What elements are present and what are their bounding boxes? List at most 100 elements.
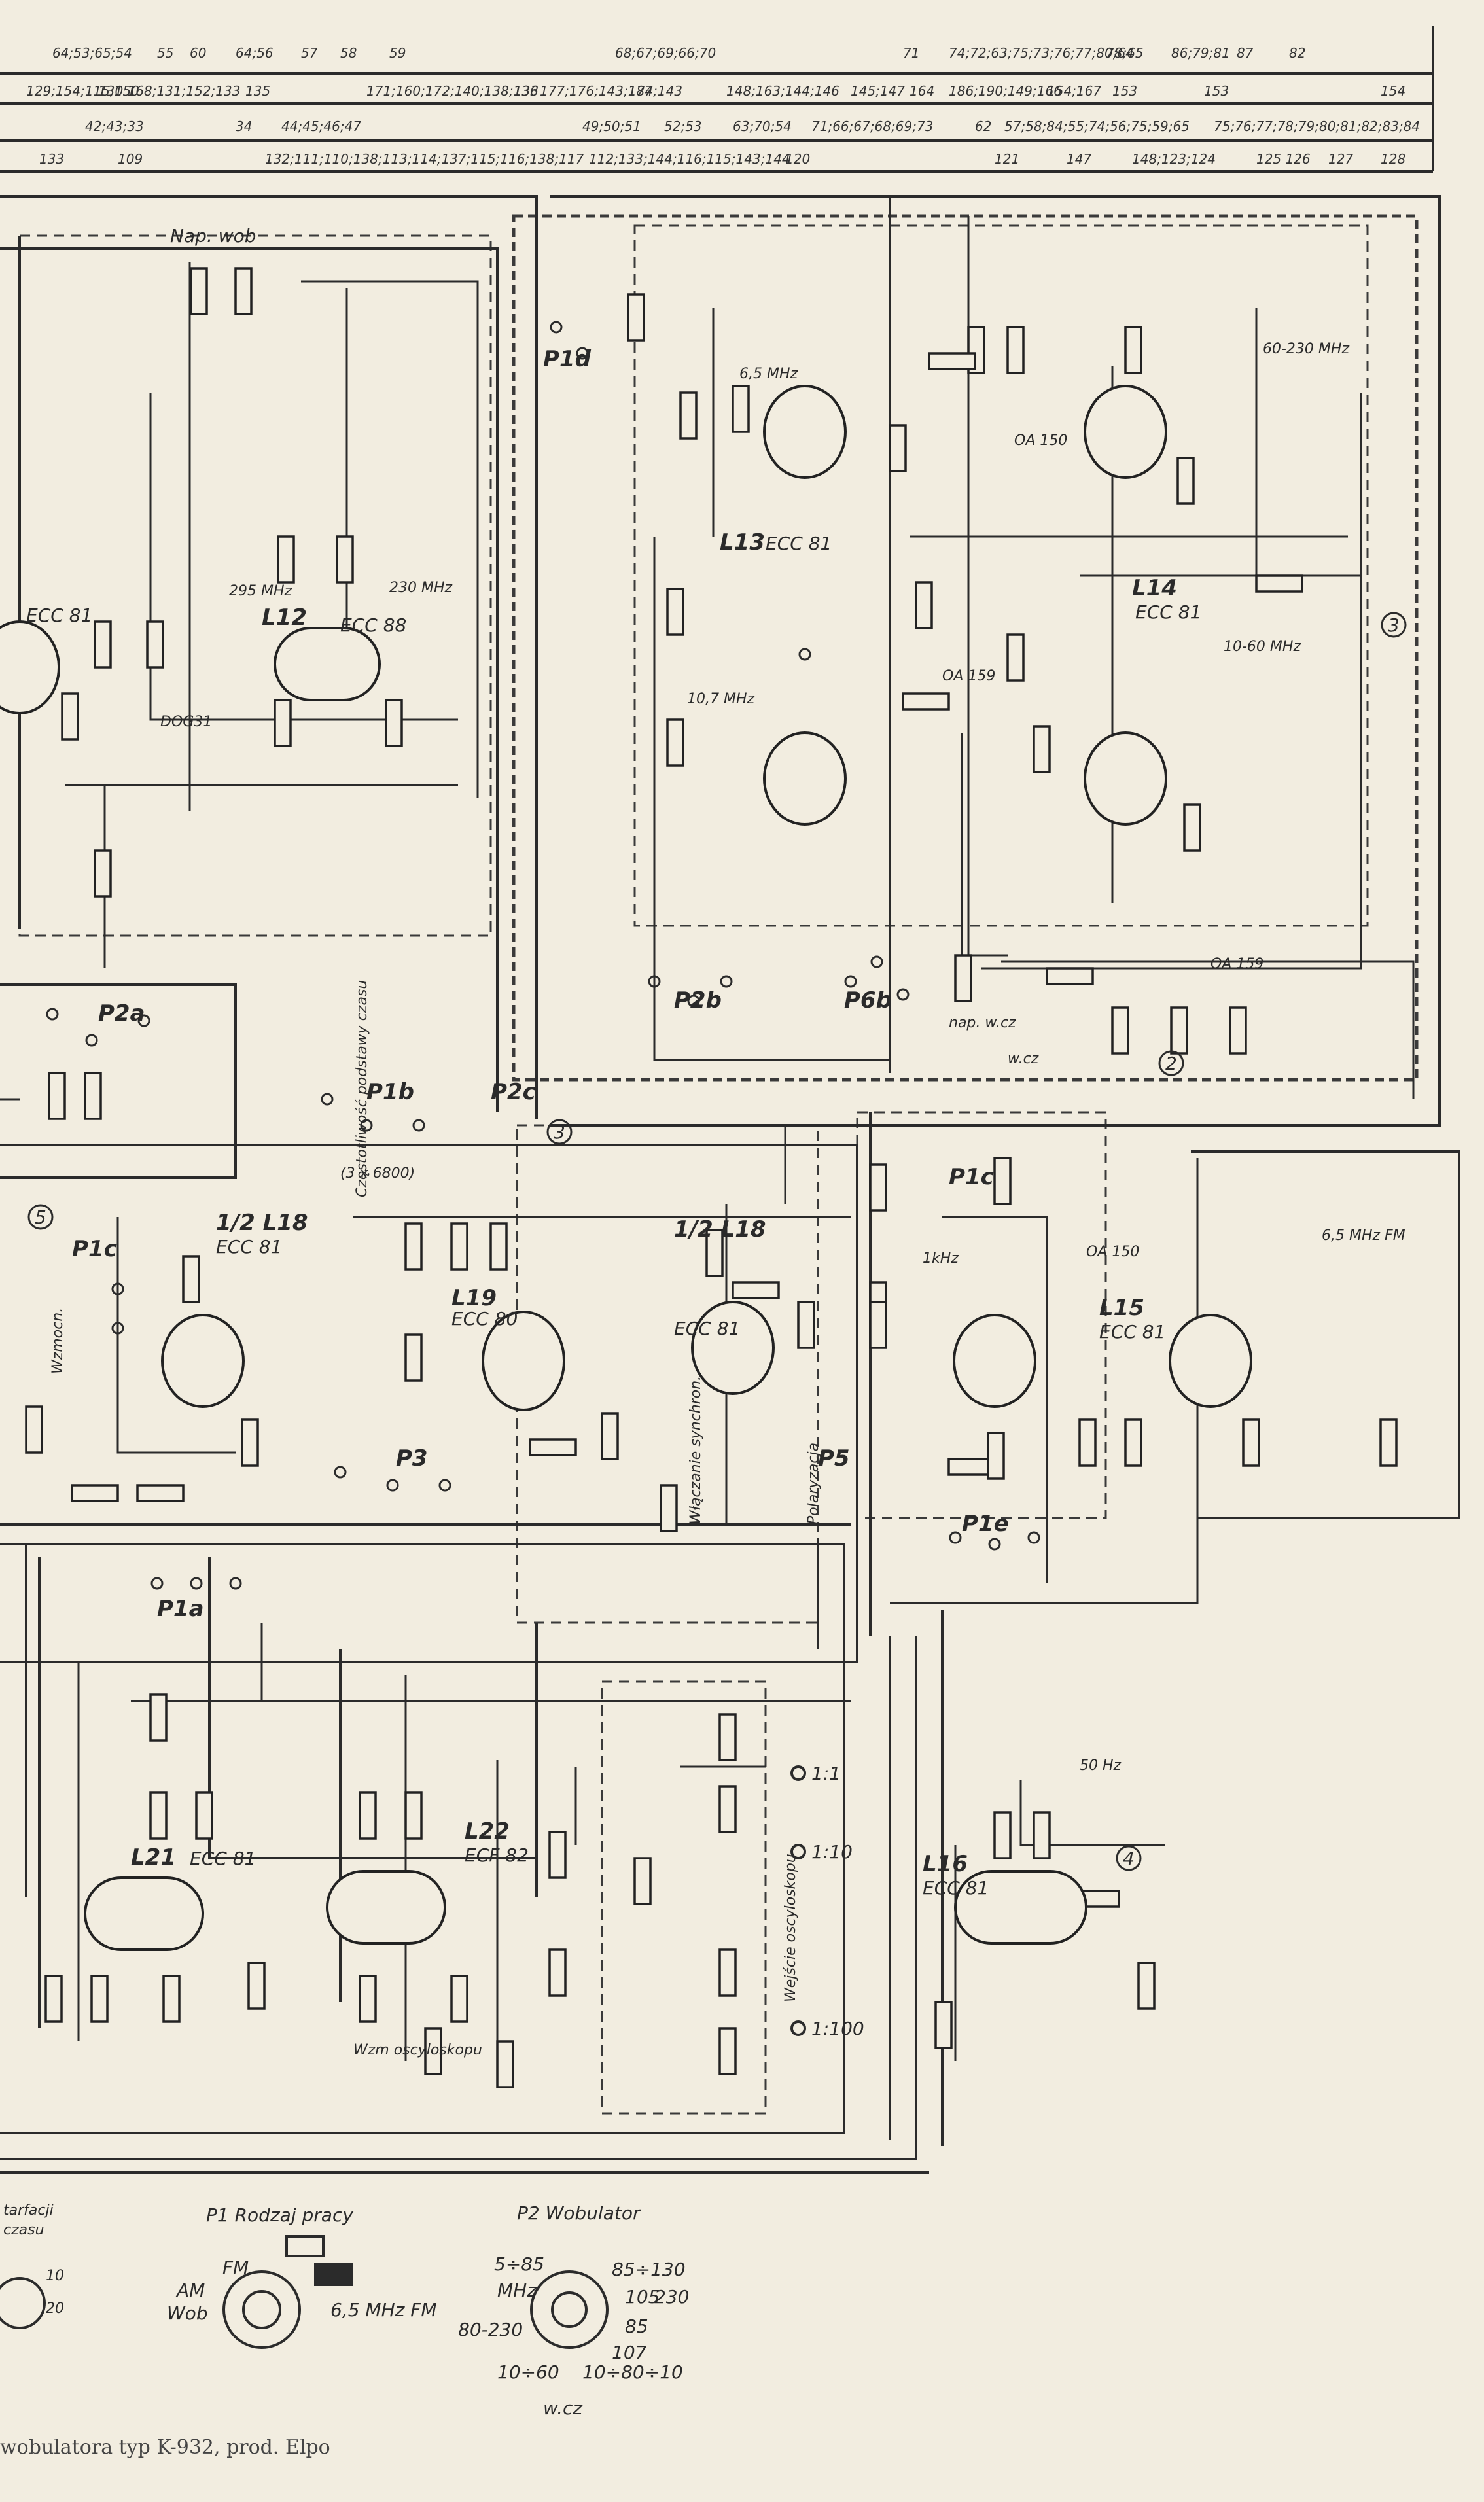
label-ratio-1-10: 1:10 xyxy=(811,1841,853,1863)
tube-L12-type: ECC 88 xyxy=(340,614,406,636)
header-row4-c: 132;111;110;138;113;114;137;115;116;138;… xyxy=(265,151,584,167)
label-d4: OA 159 xyxy=(1210,956,1263,972)
header-row1-n: 82 xyxy=(1289,45,1305,61)
header-row2-i: 145;147 xyxy=(851,83,905,99)
label-p3: P3 xyxy=(396,1445,428,1471)
header-row3-c: 44;45;46;47 xyxy=(281,118,361,134)
label-p2b: P2b xyxy=(674,987,722,1013)
legend-p1-fm: FM xyxy=(222,2257,249,2278)
label-p5: P5 xyxy=(818,1445,850,1471)
header-row3-d: 49;50;51 xyxy=(582,118,641,134)
legend-p1-title: P1 Rodzaj pracy xyxy=(206,2204,353,2226)
header-row1-a: 64;53;65;54 xyxy=(52,45,132,61)
header-row1-f: 58 xyxy=(340,45,357,61)
tube-L16-name: L16 xyxy=(923,1851,968,1877)
tube-L13-name: L13 xyxy=(720,529,765,555)
header-row1-i: 71 xyxy=(903,45,919,61)
header-row4-e: 120 xyxy=(785,151,810,167)
terminal-2-label: 2 xyxy=(1165,1053,1177,1074)
label-nap-wob: Nap. wob xyxy=(170,225,256,247)
circled-terminals: 3 2 3 5 4 xyxy=(27,612,1407,2036)
legend-p2-left-2: MHz xyxy=(497,2280,537,2301)
legend-p2-right-4: 85 xyxy=(625,2316,648,2337)
label-d1: DOG31 xyxy=(160,714,212,730)
header-row1-j: 74;72;63;75;73;76;77;80;64 xyxy=(949,45,1134,61)
label-p1b: P1b xyxy=(366,1079,414,1105)
terminal-4-label: 4 xyxy=(1123,1848,1135,1869)
header-row2-n: 153 xyxy=(1204,83,1229,99)
label-p1d: P1d xyxy=(543,346,592,372)
header-row2-b: 130 168;131;152;133 xyxy=(98,83,240,99)
label-wlacz-synchron: Włączanie synchron. xyxy=(688,1376,704,1524)
header-row2-d: 171;160;172;140;138;136 xyxy=(366,83,539,99)
header-row2-m: 153 xyxy=(1112,83,1137,99)
terminal-5-label: 5 xyxy=(35,1207,46,1228)
label-ratio-1-100: 1:100 xyxy=(811,2018,864,2039)
header-row2-e: 133 xyxy=(514,83,539,99)
label-p2c: P2c xyxy=(491,1079,536,1105)
label-50hz: 50 Hz xyxy=(1080,1757,1122,1774)
tube-L15-type: ECC 81 xyxy=(1099,1321,1165,1343)
header-row4-f: 121 xyxy=(995,151,1019,167)
tube-L21-name: L21 xyxy=(131,1844,176,1871)
label-fm65: 6,5 MHz FM xyxy=(1322,1227,1405,1244)
legend-frag-2: czasu xyxy=(3,2222,44,2238)
legend-p2-right-3: 230 xyxy=(654,2286,689,2308)
header-row4-i: 125 126 xyxy=(1256,151,1311,167)
terminal-3-label: 3 xyxy=(1388,614,1400,636)
header-row2-j: 164 xyxy=(910,83,934,99)
header-row1-g: 59 xyxy=(389,45,406,61)
header-row1-h: 68;67;69;66;70 xyxy=(615,45,716,61)
tube-L18b-type: ECC 81 xyxy=(674,1318,740,1339)
tube-L22-type: ECF 82 xyxy=(465,1844,529,1866)
legend-p1-wob: Wob xyxy=(167,2302,208,2324)
header-row1-k: 78;65 xyxy=(1106,45,1144,61)
label-wcz: w.cz xyxy=(1008,1051,1039,1067)
header-row2-l: 154;167 xyxy=(1047,83,1101,99)
header-row4-a: 133 xyxy=(39,151,64,167)
header-row4-g: 147 xyxy=(1067,151,1091,167)
header-row4-j: 127 xyxy=(1328,151,1353,167)
tubes xyxy=(0,385,1252,1951)
label-czestotliwosc: Częstotliwość podstawy czasu xyxy=(354,980,370,1197)
header-row1-m: 87 xyxy=(1237,45,1254,61)
tube-L16-type: ECC 81 xyxy=(923,1877,989,1899)
label-d5: OA 150 xyxy=(1086,1244,1139,1260)
label-nap-wcz: nap. w.cz xyxy=(949,1015,1016,1031)
switch-legend: tarfacji czasu 10 20 P1 Rodzaj pracy FM … xyxy=(0,2202,689,2419)
label-p1c: P1c xyxy=(949,1164,994,1190)
header-row2-c: 135 xyxy=(245,83,270,99)
tube-L13-type: ECC 81 xyxy=(766,533,832,554)
label-p1e: P1e xyxy=(962,1511,1009,1537)
label-f295: 295 MHz xyxy=(229,583,292,599)
header-row1-b: 55 xyxy=(157,45,173,61)
legend-p2-right-5: 107 xyxy=(612,2342,647,2363)
legend-frag-4: 20 xyxy=(46,2300,64,2317)
legend-p2-right-2: 105 xyxy=(625,2286,660,2308)
label-d3: OA 159 xyxy=(942,668,995,684)
legend-frag-1: tarfacji xyxy=(3,2202,54,2219)
tube-labels: L12 ECC 88 L13 ECC 81 L14 ECC 81 L15 ECC… xyxy=(26,529,1201,1899)
reference-table: 64;53;65;54 55 60 64;56 57 58 59 68;67;6… xyxy=(0,26,1434,173)
tube-left-type: ECC 81 xyxy=(26,605,92,626)
terminal-3b-label: 3 xyxy=(554,1121,565,1143)
tube-L19-name: L19 xyxy=(451,1285,497,1311)
tube-L15-name: L15 xyxy=(1099,1295,1144,1321)
label-f10-60: 10-60 MHz xyxy=(1224,639,1301,655)
header-row3-b: 34 xyxy=(236,118,252,134)
header-row1-c: 60 xyxy=(190,45,206,61)
label-f230: 230 MHz xyxy=(389,580,453,596)
label-p1c-left: P1c xyxy=(72,1236,117,1262)
header-row4-k: 128 xyxy=(1381,151,1405,167)
header-row4-h: 148;123;124 xyxy=(1132,151,1216,167)
tube-L21-type: ECC 81 xyxy=(190,1848,256,1869)
label-f107: 10,7 MHz xyxy=(687,691,755,707)
label-1khz: 1kHz xyxy=(923,1250,959,1267)
label-p1a: P1a xyxy=(157,1596,204,1622)
header-row2-o: 154 xyxy=(1381,83,1405,99)
header-row2-a: 129;154;115;150 xyxy=(26,83,139,99)
legend-p2-left-1: 5÷85 xyxy=(494,2253,544,2275)
tube-L18a-name: 1/2 L18 xyxy=(216,1210,308,1236)
